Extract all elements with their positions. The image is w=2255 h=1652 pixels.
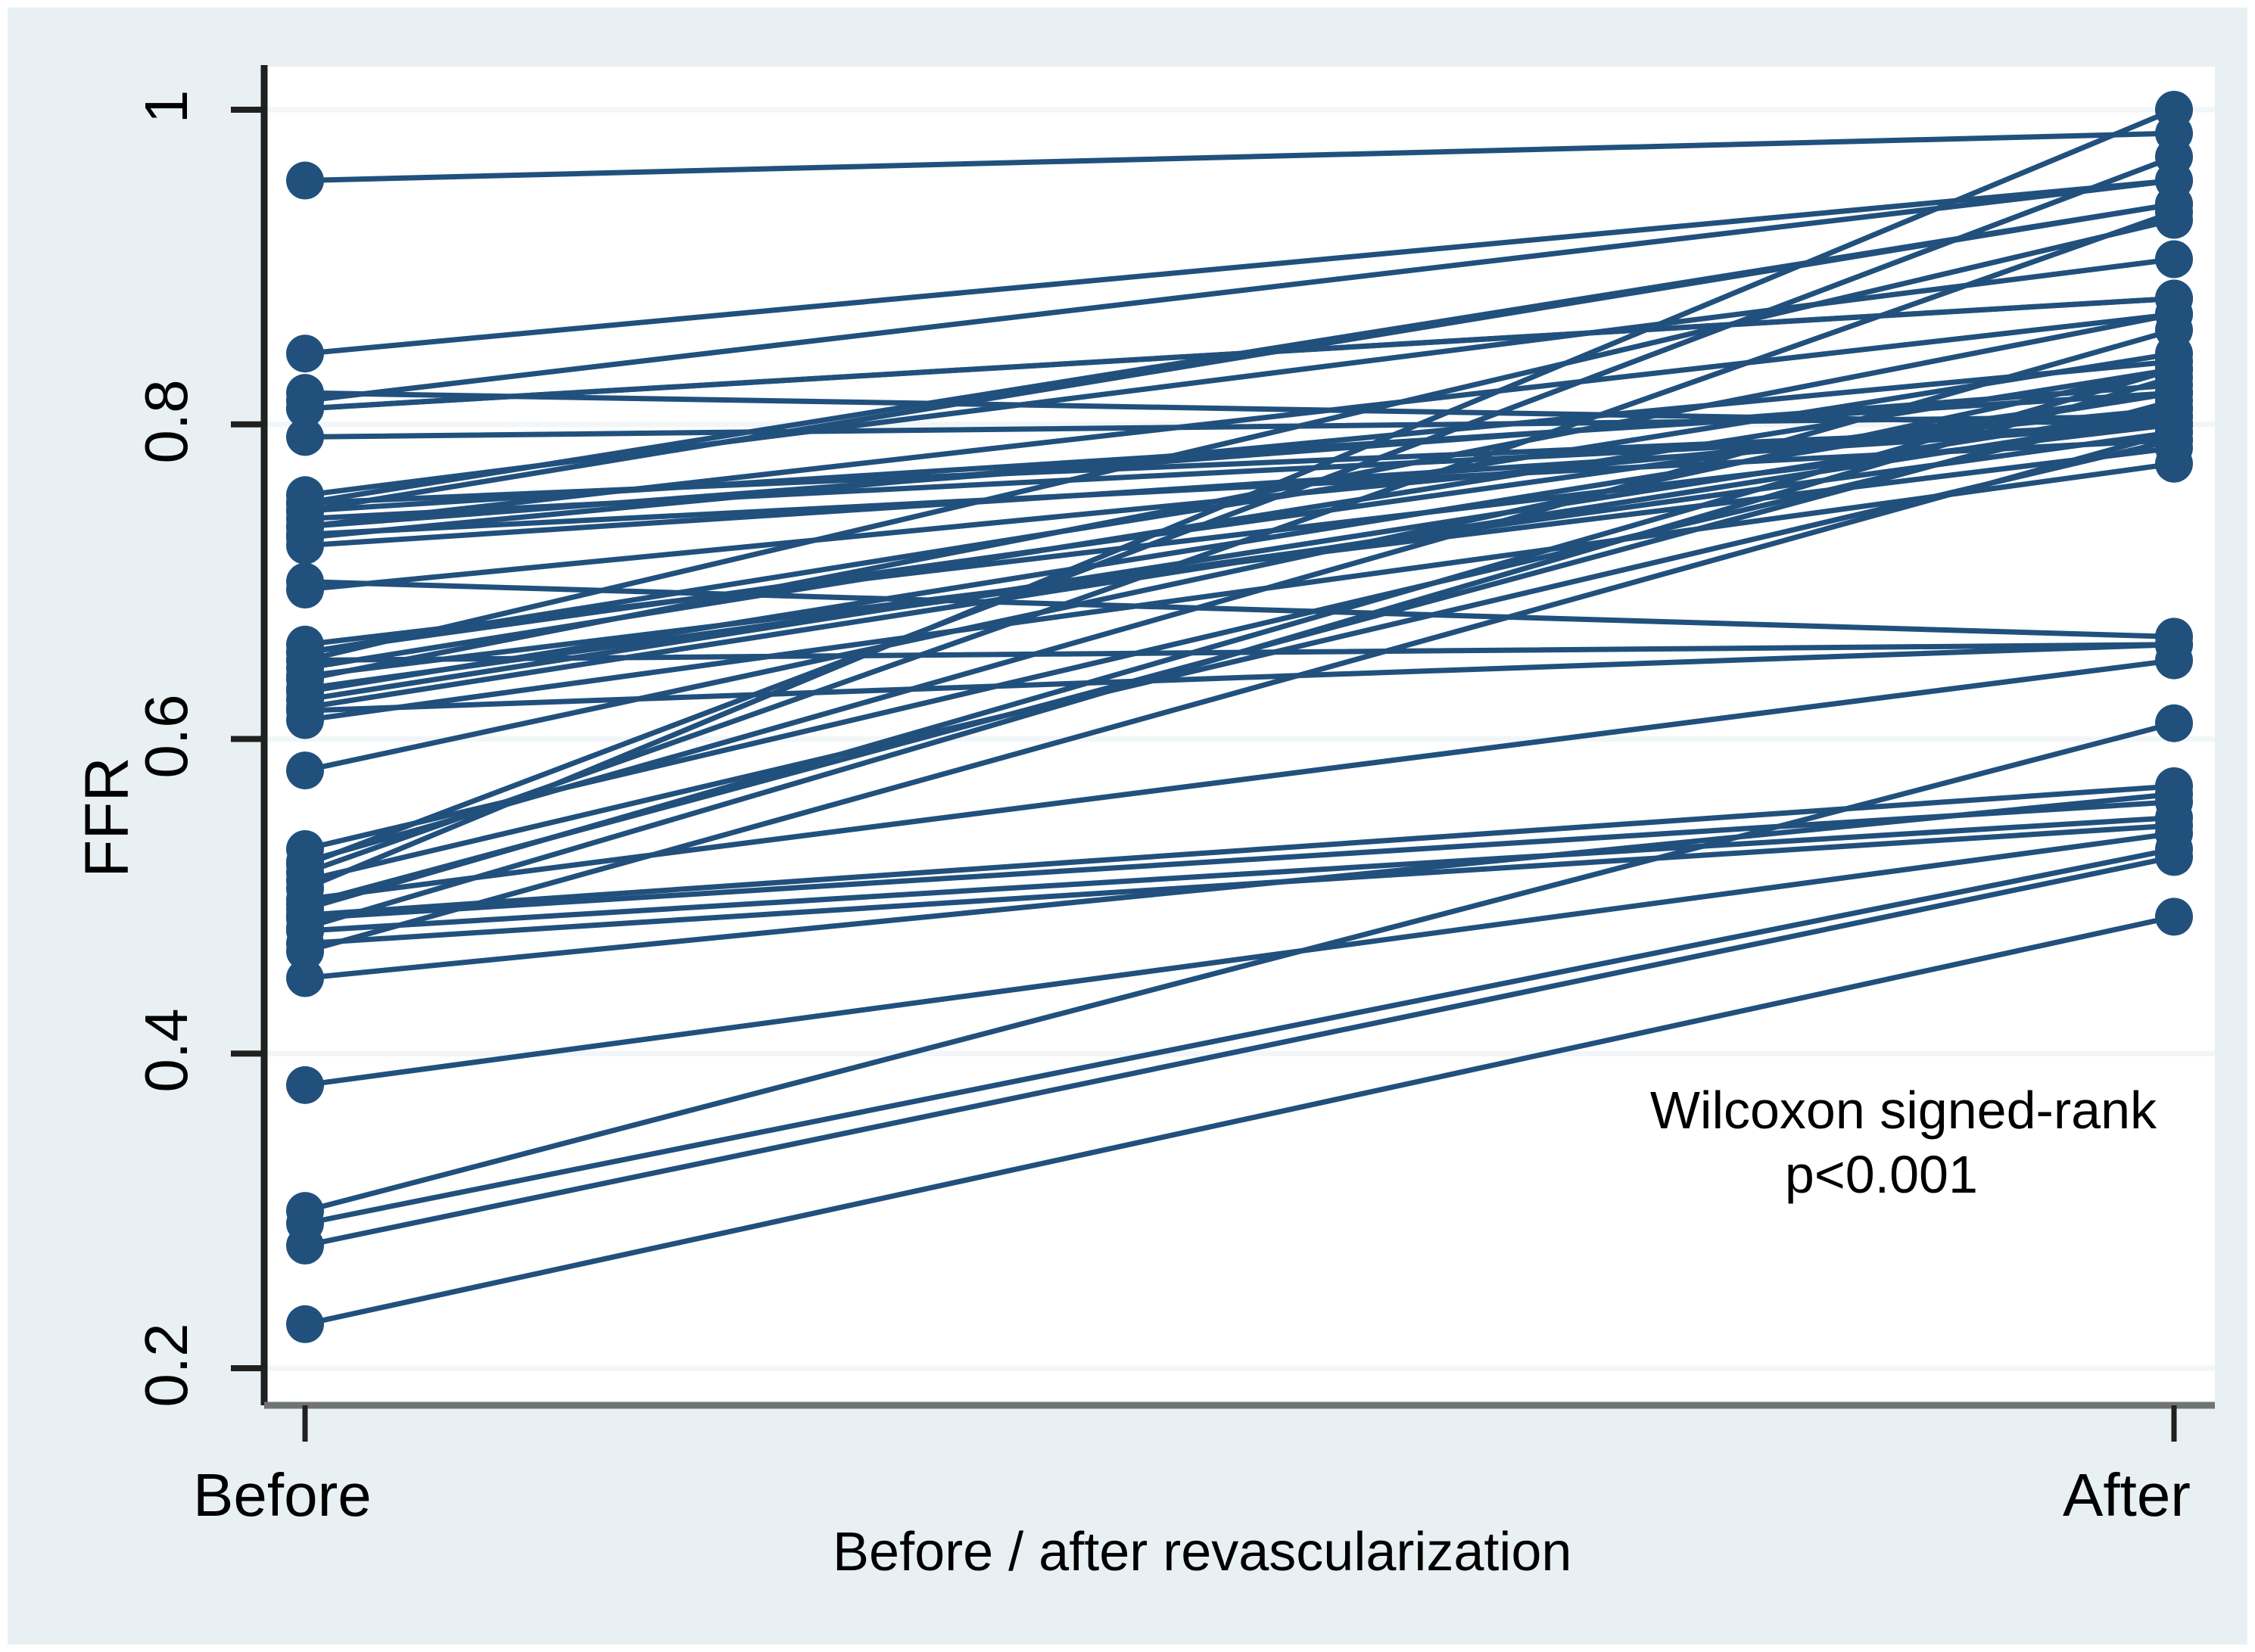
x-tick-label-after: After xyxy=(2063,1461,2191,1529)
y-tick-label-08: 0.8 xyxy=(132,379,200,464)
y-tick-label-06: 0.6 xyxy=(132,693,200,779)
y-tick-label-04: 0.4 xyxy=(132,1008,200,1093)
x-axis-title: Before / after revascularization xyxy=(833,1522,1572,1582)
data-points xyxy=(286,91,2193,1343)
axis-lines xyxy=(260,65,2215,1409)
annotation-pvalue: p<0.001 xyxy=(1784,1145,1978,1205)
axis-ticks xyxy=(231,107,2177,1442)
y-tick-label-1: 1 xyxy=(132,89,200,124)
annotation-test-name: Wilcoxon signed-rank xyxy=(1649,1081,2157,1140)
statistical-annotation: Wilcoxon signed-rank p<0.001 xyxy=(1650,1078,2157,1208)
y-tick-label-02: 0.2 xyxy=(132,1323,200,1408)
x-tick-label-before: Before xyxy=(193,1461,372,1529)
slope-lines xyxy=(302,107,2177,1327)
